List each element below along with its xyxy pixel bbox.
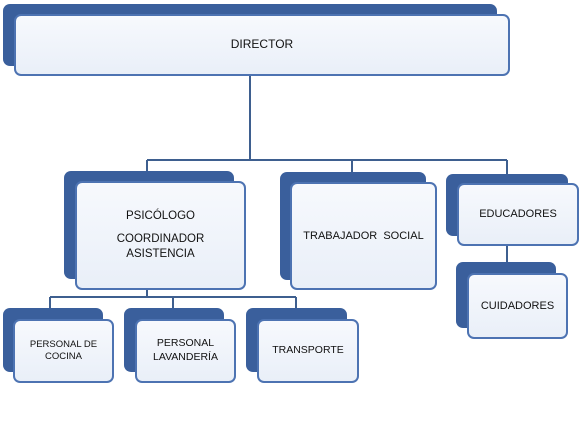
psicologo-node: PSICÓLOGO COORDINADOR ASISTENCIA [64,171,246,290]
personal-cocina-label: PERSONAL DE COCINA [29,338,98,362]
personal-lavanderia-label: PERSONAL LAVANDERÍA [153,337,218,363]
transporte-node: TRANSPORTE [246,308,359,383]
personal-lavanderia-node: PERSONAL LAVANDERÍA [124,308,236,383]
director-node: DIRECTOR [3,4,510,76]
educadores-node: EDUCADORES [446,174,579,246]
trabajador-social-label: TRABAJADOR SOCIAL [303,229,424,242]
cuidadores-label: CUIDADORES [480,299,555,312]
coordinador-label: COORDINADOR ASISTENCIA [116,233,205,260]
psicologo-label: PSICÓLOGO [125,210,196,223]
cuidadores-node: CUIDADORES [456,262,568,339]
trabajador-social-node: TRABAJADOR SOCIAL [280,172,437,290]
personal-cocina-node: PERSONAL DE COCINA [3,308,114,383]
educadores-label: EDUCADORES [479,208,557,221]
director-label: DIRECTOR [230,37,294,52]
transporte-label: TRANSPORTE [272,344,344,357]
